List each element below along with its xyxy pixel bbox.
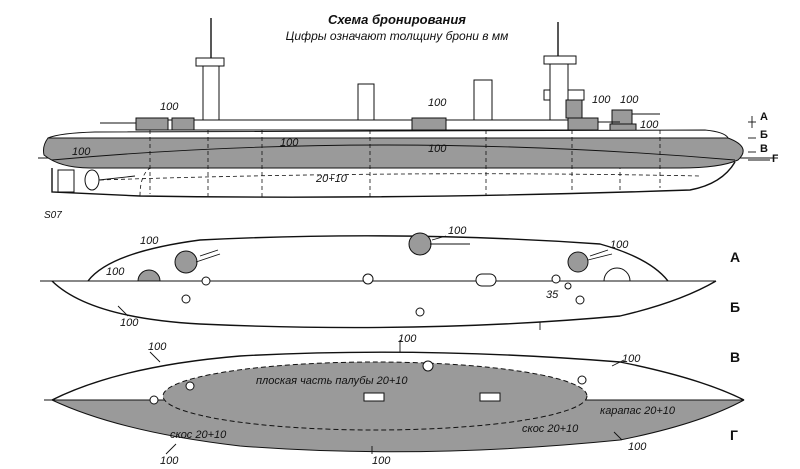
turret-fore-right	[171, 117, 195, 131]
armor-belt	[43, 137, 744, 169]
side-view: 100 100 100 100 100 100 100 100 20+10 А …	[38, 18, 779, 221]
armor-label-aft-deck: 100	[640, 119, 659, 131]
level-marker-v: В	[760, 143, 768, 155]
plan-turret-aft-small	[603, 267, 631, 282]
plan-label-belt: 100	[120, 317, 139, 329]
carapace-label: карапас 20+10	[600, 405, 676, 417]
arrow-v-aft	[611, 359, 625, 367]
arrow-g-fore	[165, 443, 177, 455]
armor-label-conning-tower: 100	[592, 94, 611, 106]
plan-lower: плоская часть палубы 20+10 скос 20+10 ск…	[44, 333, 745, 467]
armor-label-belt-aft: 100	[428, 143, 447, 155]
deck-v-outline	[51, 351, 745, 401]
belt-label-aft-bottom: 100	[628, 441, 647, 453]
hull-underwater-dash	[139, 167, 621, 197]
plan-turret-fore-gun	[195, 253, 221, 263]
deck-opening-3	[577, 375, 587, 385]
section-letter-g: Г	[730, 427, 738, 443]
superstructure	[149, 119, 591, 131]
funnel-1	[357, 83, 375, 125]
section-letter-a: А	[730, 249, 740, 265]
turret-mid	[411, 117, 447, 131]
turret-aft-lower	[567, 117, 599, 131]
turret-fore-left	[135, 117, 169, 131]
plan-label-turret-small: 100	[106, 266, 125, 278]
armor-label-deck: 20+10	[315, 173, 348, 185]
belt-label-aft-top: 100	[622, 353, 641, 365]
conning-tower	[565, 99, 583, 119]
figure-subtitle: Цифры означают толщину брони в мм	[286, 29, 509, 43]
plan-opening-8	[575, 295, 585, 305]
funnel-2	[473, 79, 493, 125]
plan-turret-fore	[174, 250, 198, 274]
plan-upper: 100 100 100 100 100 35 А Б	[40, 225, 740, 330]
plan-label-turret-fore: 100	[140, 235, 159, 247]
plan-turret-aft-gun	[587, 253, 613, 261]
fore-top	[195, 57, 225, 67]
arrow-g-aft	[613, 431, 623, 441]
armor-label-belt-fore: 100	[72, 146, 91, 158]
figure-title: Схема бронирования	[328, 12, 466, 27]
arrow-belt-fore	[117, 305, 129, 317]
armor-label-turret-aft: 100	[620, 94, 639, 106]
arrow-aft	[589, 249, 609, 257]
level-markers: А Б В Г	[748, 111, 779, 165]
rudder	[57, 169, 75, 193]
hull-underwater	[51, 161, 736, 198]
flat-deck-label: плоская часть палубы 20+10	[256, 375, 408, 387]
plan-label-35: 35	[546, 289, 559, 301]
belt-label-fore-bottom: 100	[160, 455, 179, 467]
plan-label-turret-mid: 100	[448, 225, 467, 237]
arrow-fore	[199, 249, 219, 257]
plan-opening-1	[201, 276, 211, 286]
level-marker-a: А	[760, 111, 768, 123]
deck-a-outline	[87, 235, 669, 282]
arrow-mid	[431, 235, 447, 241]
belt-label-mid-bottom: 100	[372, 455, 391, 467]
armor-deck-line	[99, 173, 701, 181]
level-marker-b: Б	[760, 129, 768, 141]
author-signature: S07	[44, 210, 62, 221]
deck-b-outline	[51, 280, 717, 329]
section-letter-b: Б	[730, 299, 740, 315]
armor-label-turret-fore: 100	[160, 101, 179, 113]
plan-opening-6	[551, 274, 561, 284]
plan-turret-fore-small	[137, 269, 161, 282]
arrow-v-fore	[149, 351, 161, 363]
slope-right-label: скос 20+10	[522, 423, 579, 435]
armor-label-belt-mid: 100	[280, 137, 299, 149]
plan-opening-3	[362, 273, 374, 285]
propeller-shaft	[98, 175, 136, 181]
deck-opening-4	[149, 395, 159, 405]
plan-opening-4	[475, 273, 497, 287]
main-mast-base	[549, 63, 569, 121]
deck-hatch-2	[479, 392, 501, 402]
level-marker-g: Г	[772, 153, 779, 165]
plan-opening-5	[415, 307, 425, 317]
plan-opening-2	[181, 294, 191, 304]
main-top	[543, 55, 577, 65]
deck-opening-1	[185, 381, 195, 391]
plan-turret-aft	[567, 251, 589, 273]
belt-label-mid-top: 100	[398, 333, 417, 345]
propeller	[84, 169, 100, 191]
section-letter-v: В	[730, 349, 740, 365]
belt-label-fore-top: 100	[148, 341, 167, 353]
fore-mast-base	[202, 65, 220, 123]
plan-label-turret-aft: 100	[610, 239, 629, 251]
armor-label-turret-mid: 100	[428, 97, 447, 109]
plan-turret-mid	[408, 232, 432, 256]
deck-opening-2	[422, 360, 434, 372]
belt-lower-edge	[51, 144, 736, 161]
deck-hatch-1	[363, 392, 385, 402]
plan-opening-7	[564, 282, 572, 290]
slope-left-label: скос 20+10	[170, 429, 227, 441]
